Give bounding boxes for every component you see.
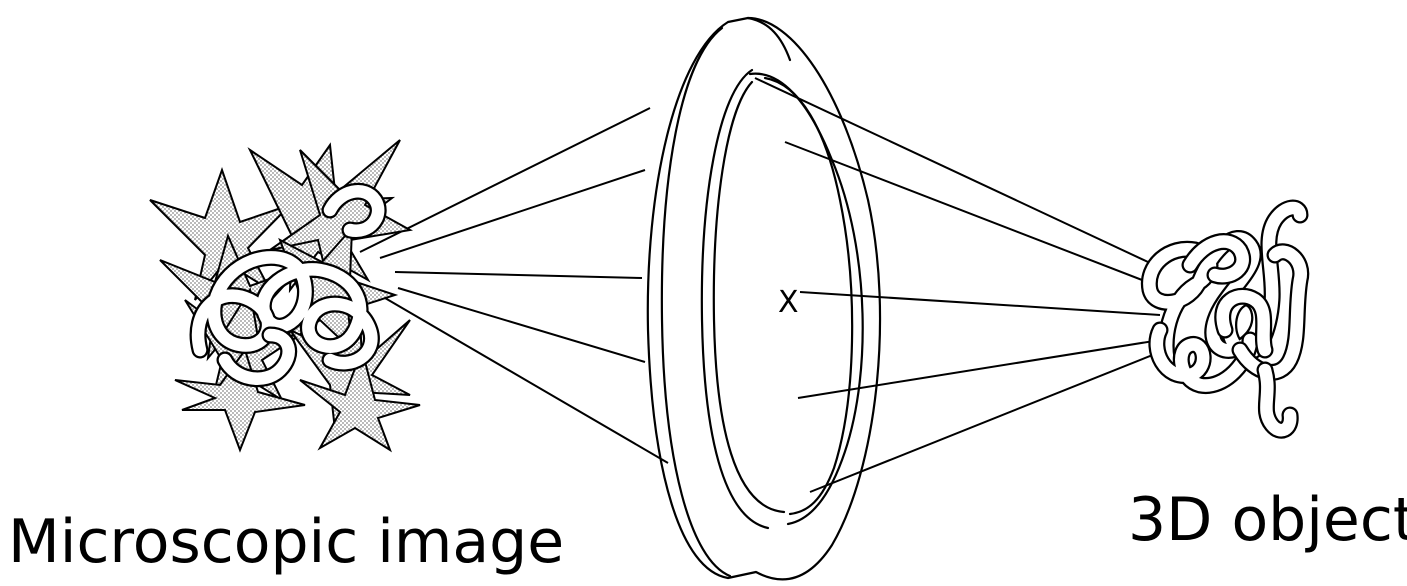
microscopic-image-stars	[150, 140, 420, 450]
lens-center-mark: X	[778, 285, 799, 320]
object-rays	[755, 78, 1165, 492]
3d-object-label: 3D object	[1128, 490, 1407, 550]
lens	[648, 18, 880, 579]
3d-object-tube	[1149, 208, 1300, 430]
microscopic-image-label: Microscopic image	[8, 512, 564, 572]
